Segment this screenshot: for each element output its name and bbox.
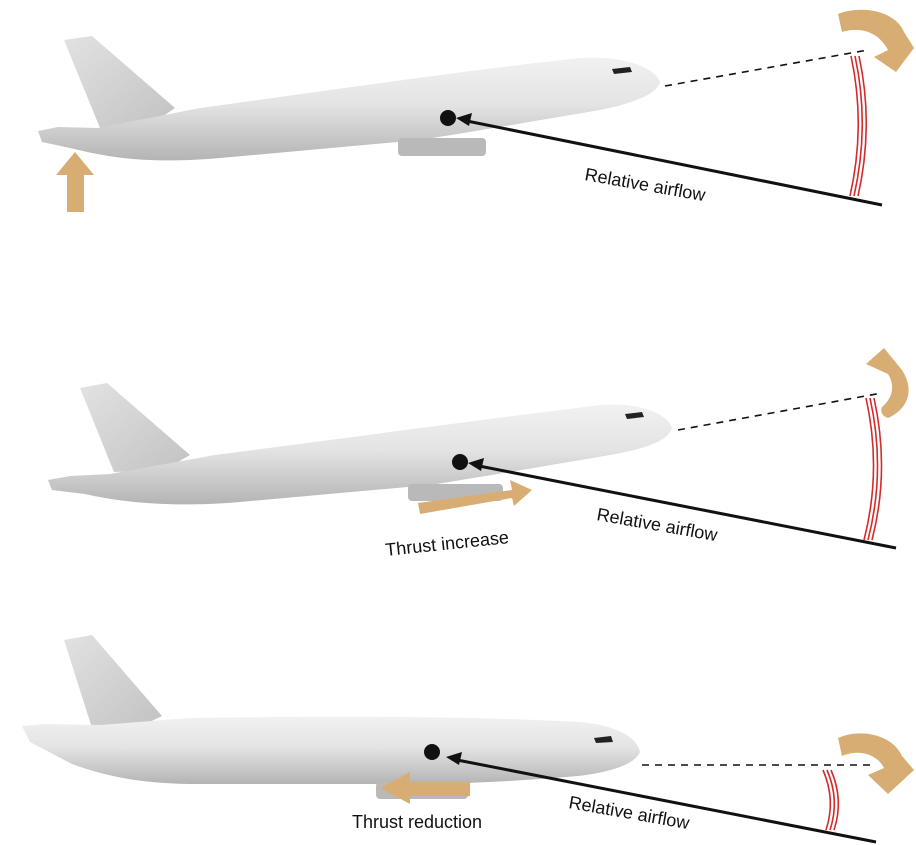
center-of-gravity-dot (424, 744, 440, 760)
relative-airflow-line (451, 757, 877, 844)
aircraft-axis-line (677, 392, 883, 431)
aircraft (48, 383, 672, 505)
airflow-arrowhead (456, 113, 472, 126)
airflow-arrowhead (468, 458, 484, 471)
relative-airflow-line (473, 463, 897, 550)
relative-airflow-line (461, 118, 883, 207)
fuselage (48, 404, 672, 505)
thrust-reduction-arrow (380, 772, 470, 804)
aircraft (22, 635, 640, 799)
center-of-gravity-dot (440, 110, 456, 126)
thrust-increase-arrow (418, 480, 532, 514)
vertical-stabilizer (80, 383, 190, 472)
cockpit-window (594, 736, 613, 743)
airflow-arrowhead (446, 752, 462, 765)
aircraft (38, 36, 660, 161)
center-of-gravity-dot (452, 454, 468, 470)
tail-lift-arrow (56, 152, 94, 212)
vertical-stabilizer (64, 36, 175, 128)
angle-of-attack-marker (822, 769, 840, 831)
pitch-rotation-arrow (838, 733, 914, 794)
panel-thrust-increase: Relative airflow Thrust increase (48, 348, 909, 560)
aircraft-axis-line (664, 49, 869, 87)
fuselage (38, 57, 660, 161)
panel-thrust-reduction: Relative airflow Thrust reduction (22, 635, 914, 844)
thrust-increase-label: Thrust increase (384, 527, 509, 560)
cockpit-window (625, 412, 644, 419)
vertical-stabilizer (64, 635, 162, 728)
pitch-rotation-arrow (866, 348, 909, 418)
angle-of-attack-marker (849, 55, 868, 197)
thrust-reduction-label: Thrust reduction (352, 812, 482, 832)
panel-pitch-up: Relative airflow (38, 9, 914, 212)
pitch-rotation-arrow (838, 9, 914, 72)
relative-airflow-label: Relative airflow (567, 792, 692, 833)
belly-fairing (398, 138, 486, 156)
cockpit-window (612, 67, 632, 74)
fuselage (22, 716, 640, 784)
relative-airflow-label: Relative airflow (583, 164, 708, 205)
angle-of-attack-marker (863, 397, 883, 541)
